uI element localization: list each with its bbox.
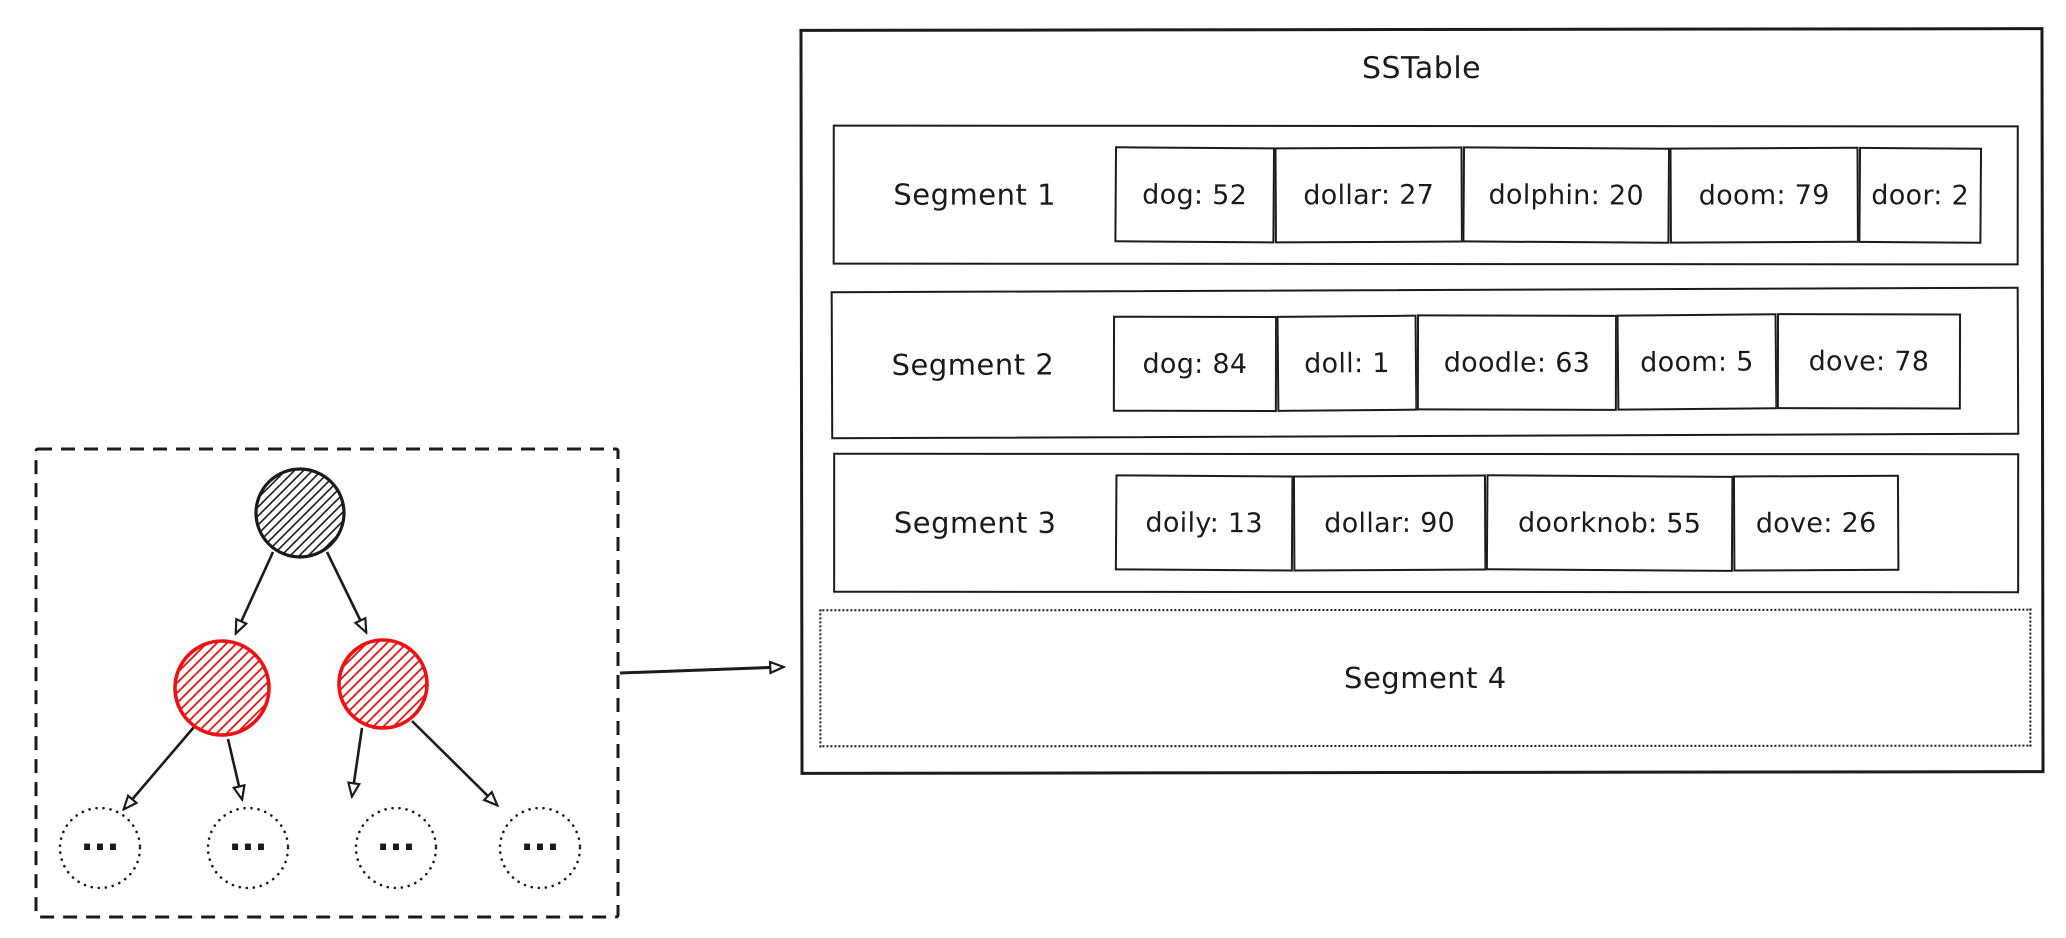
tree-edge-root-left bbox=[236, 551, 275, 633]
tree-child-node-right bbox=[337, 638, 429, 730]
segment-row-2: Segment 2 dog: 84 doll: 1 doodle: 63 doo… bbox=[830, 286, 2020, 440]
kv-cell: dog: 84 bbox=[1112, 315, 1278, 413]
segment-label: Segment 1 bbox=[893, 177, 1057, 212]
kv-cell: doorknob: 55 bbox=[1485, 474, 1734, 572]
segment-row-1: Segment 1 dog: 52 dollar: 27 dolphin: 20… bbox=[832, 124, 2019, 266]
kv-cell: doom: 79 bbox=[1669, 146, 1859, 244]
kv-cell: dove: 78 bbox=[1776, 313, 1962, 410]
tree-leaf-node-2 bbox=[206, 806, 290, 890]
segment-row-3: Segment 3 doily: 13 dollar: 90 doorknob:… bbox=[833, 452, 2020, 594]
tree-leaf-node-3 bbox=[354, 806, 438, 890]
tree-leaf-node-1 bbox=[58, 806, 142, 890]
sstable-title: SSTable bbox=[1361, 50, 1482, 87]
kv-cell: door: 2 bbox=[1858, 146, 1983, 244]
kv-cell: dove: 26 bbox=[1732, 474, 1900, 572]
tree-child-node-left bbox=[173, 639, 271, 737]
segment-label: Segment 2 bbox=[891, 347, 1055, 383]
tree-box bbox=[34, 447, 620, 919]
kv-cell: doll: 1 bbox=[1276, 314, 1418, 412]
leaf-ellipsis: ... bbox=[229, 819, 268, 859]
tree-edge-left-1 bbox=[124, 726, 195, 809]
segment-cells: dog: 52 dollar: 27 dolphin: 20 doom: 79 … bbox=[1114, 146, 1983, 244]
tree-to-sstable-arrow bbox=[619, 667, 783, 673]
leaf-ellipsis: ... bbox=[521, 819, 560, 859]
sstable-box: SSTable Segment 1 dog: 52 dollar: 27 dol… bbox=[799, 27, 2045, 775]
kv-cell: dollar: 27 bbox=[1274, 146, 1463, 244]
tree-edge-right-2 bbox=[411, 720, 497, 805]
tree-edge-root-right bbox=[325, 551, 366, 632]
kv-cell: dollar: 90 bbox=[1292, 474, 1487, 572]
leaf-ellipsis: ... bbox=[81, 819, 120, 859]
kv-cell: dolphin: 20 bbox=[1462, 146, 1671, 244]
tree-root-node bbox=[254, 467, 346, 559]
tree-edge-left-2 bbox=[226, 738, 242, 799]
kv-cell: doom: 5 bbox=[1616, 313, 1778, 411]
kv-cell: doodle: 63 bbox=[1416, 314, 1618, 411]
segment-label: Segment 3 bbox=[893, 505, 1057, 540]
leaf-ellipsis: ... bbox=[377, 819, 416, 859]
tree-edge-right-1 bbox=[352, 727, 364, 796]
kv-cell: doily: 13 bbox=[1114, 474, 1294, 572]
tree-leaf-node-4 bbox=[498, 806, 582, 890]
kv-cell: dog: 52 bbox=[1114, 146, 1276, 244]
segment-label: Segment 4 bbox=[1344, 660, 1507, 696]
segment-row-4: Segment 4 bbox=[819, 608, 2032, 748]
segment-cells: doily: 13 dollar: 90 doorknob: 55 dove: … bbox=[1114, 474, 1900, 572]
segment-cells: dog: 84 doll: 1 doodle: 63 doom: 5 dove:… bbox=[1112, 313, 1962, 413]
